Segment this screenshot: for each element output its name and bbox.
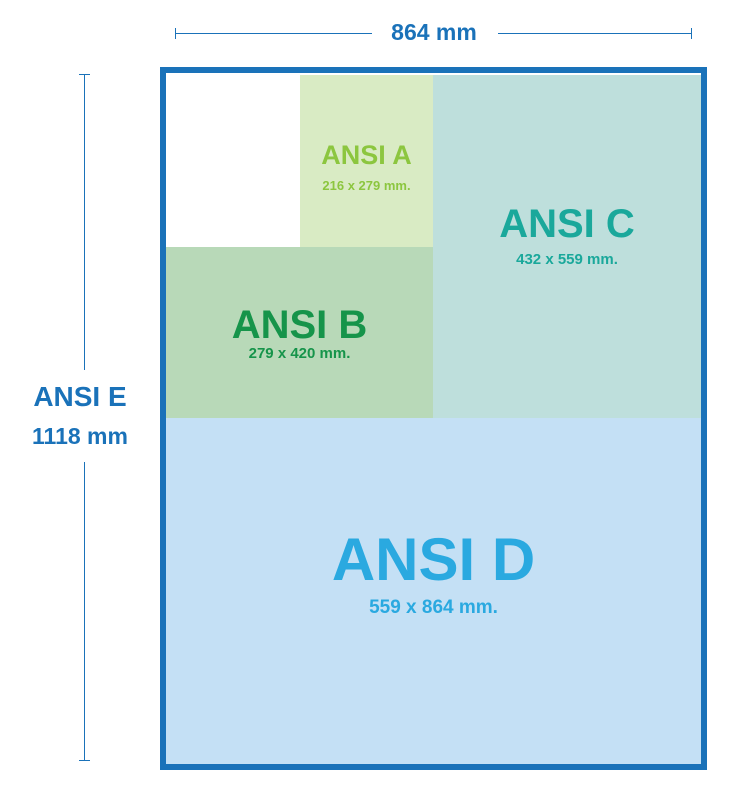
ansi-d-size: 559 x 864 mm. — [369, 597, 498, 618]
ansi-c-size: 432 x 559 mm. — [516, 251, 618, 268]
ansi-a-panel: ANSI A 216 x 279 mm. — [300, 75, 433, 247]
ansi-e-label: ANSI E — [33, 381, 127, 412]
width-dimension-line-left — [175, 33, 372, 34]
height-dimension-bottom-tick — [79, 760, 90, 761]
width-dimension-label: 864 mm — [391, 19, 477, 45]
ansi-c-panel: ANSI C 432 x 559 mm. — [433, 75, 701, 418]
ansi-e-size: 1118 mm — [32, 423, 128, 449]
height-dimension-line-bottom — [84, 462, 85, 760]
ansi-b-size: 279 x 420 mm. — [248, 345, 351, 362]
ansi-a-label: ANSI A — [321, 140, 412, 170]
width-dimension-line-right — [498, 33, 692, 34]
ansi-d-panel: ANSI D 559 x 864 mm. — [166, 418, 701, 764]
width-dimension-right-tick — [691, 28, 692, 39]
ansi-b-panel: ANSI B 279 x 420 mm. — [166, 247, 433, 418]
ansi-e-sheet: ANSI A 216 x 279 mm. ANSI B 279 x 420 mm… — [160, 67, 707, 770]
height-dimension-line-top — [84, 74, 85, 370]
ansi-b-label: ANSI B — [231, 303, 368, 347]
ansi-c-label: ANSI C — [499, 202, 635, 246]
ansi-d-label: ANSI D — [331, 526, 536, 593]
ansi-a-size: 216 x 279 mm. — [322, 178, 411, 193]
